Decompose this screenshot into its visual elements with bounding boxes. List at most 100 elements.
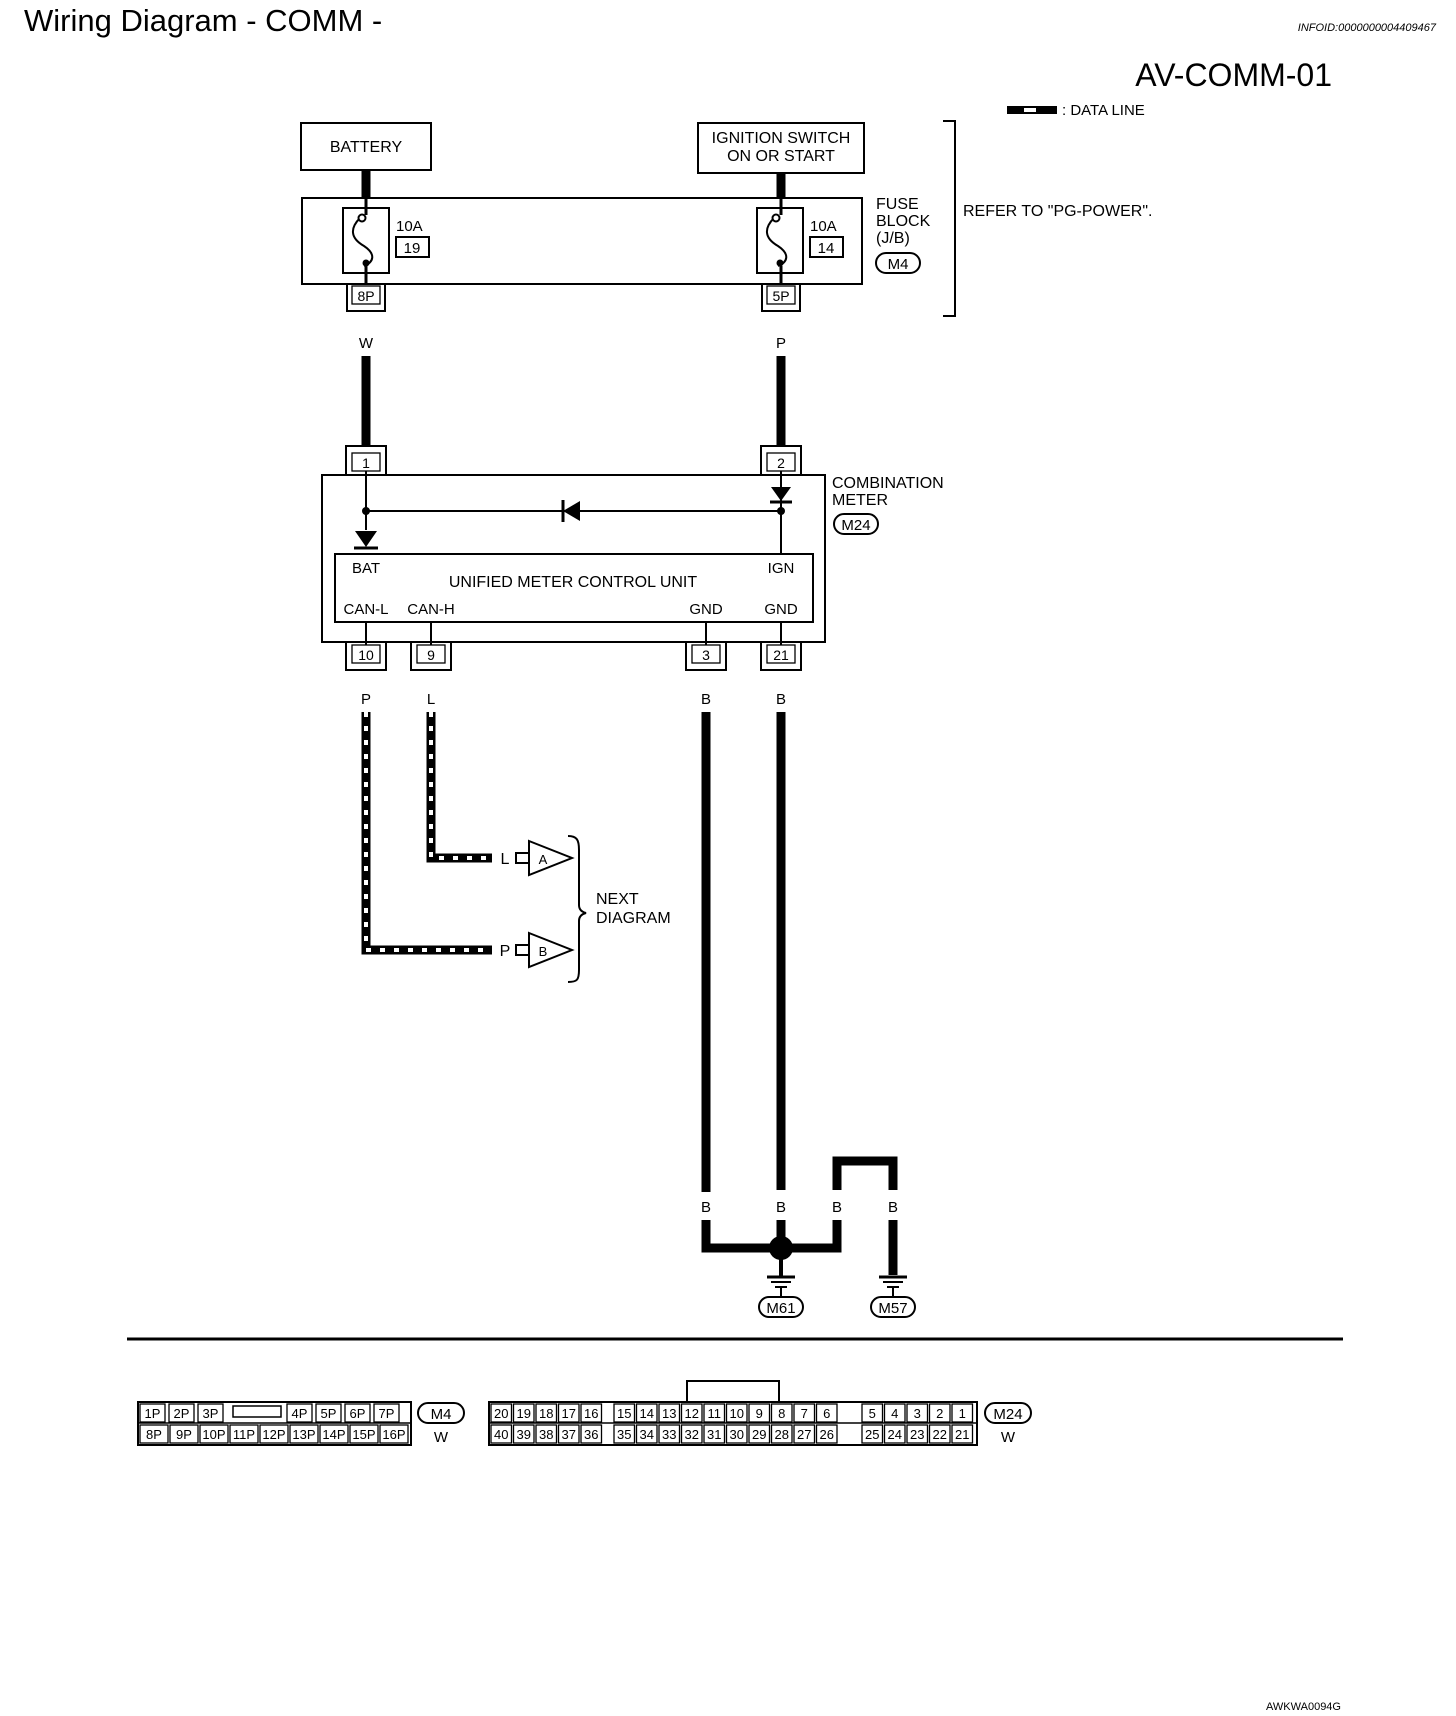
terminal-bat: BAT bbox=[352, 560, 380, 577]
m4-pin-12P-label: 12P bbox=[262, 1427, 285, 1442]
m24-pin-21-cell bbox=[951, 1424, 974, 1444]
m4-pin-2P-label: 2P bbox=[174, 1406, 190, 1421]
m24-pin-39-label: 39 bbox=[517, 1427, 531, 1442]
terminal-can-h: CAN-H bbox=[407, 601, 455, 618]
m24-pin-25-label: 25 bbox=[865, 1427, 879, 1442]
m24-pin-3-label: 3 bbox=[914, 1406, 921, 1421]
ground-wire-label-3: B bbox=[832, 1199, 842, 1216]
control-unit-label: UNIFIED METER CONTROL UNIT bbox=[449, 574, 698, 591]
wire-color-can-h: L bbox=[427, 691, 435, 708]
m24-pin-33-label: 33 bbox=[662, 1427, 676, 1442]
m24-pin-36-cell bbox=[580, 1424, 603, 1444]
footer-code: AWKWA0094G bbox=[1266, 1701, 1341, 1713]
m4-pin-7P-cell bbox=[373, 1403, 400, 1423]
m24-pin-4-cell bbox=[883, 1403, 906, 1423]
ground-m61-label: M61 bbox=[766, 1300, 795, 1317]
m24-pin-24-cell bbox=[883, 1424, 906, 1444]
next-ref-a: A bbox=[515, 839, 575, 877]
next-ref-p-color: P bbox=[500, 943, 511, 960]
meter-pin-10-label: 10 bbox=[358, 647, 374, 663]
m4-pin-16P-cell bbox=[379, 1424, 409, 1444]
m4-pin-2P-cell bbox=[168, 1403, 195, 1423]
m24-pin-27-label: 27 bbox=[797, 1427, 811, 1442]
m4-pin-14P-cell bbox=[319, 1424, 349, 1444]
m24-pin-37-cell bbox=[557, 1424, 580, 1444]
meter-pin-10: 10 bbox=[345, 642, 387, 671]
m24-pin-28-cell bbox=[770, 1424, 793, 1444]
m24-pin-15-cell bbox=[613, 1403, 636, 1423]
m24-pin-11-cell bbox=[703, 1403, 726, 1423]
m4-pin-3P-label: 3P bbox=[203, 1406, 219, 1421]
m24-pin-15-label: 15 bbox=[617, 1406, 631, 1421]
m4-pin-6P-cell bbox=[344, 1403, 371, 1423]
fuse-block-label-3: (J/B) bbox=[876, 230, 910, 247]
m4-pin-8P-label: 8P bbox=[146, 1427, 162, 1442]
m24-pin-6-cell bbox=[815, 1403, 838, 1423]
m24-pin-10-label: 10 bbox=[730, 1406, 744, 1421]
m24-pin-35-cell bbox=[613, 1424, 636, 1444]
m24-pin-20-cell bbox=[490, 1403, 513, 1423]
ignition-switch-box: IGNITION SWITCH ON OR START bbox=[697, 122, 865, 174]
fuse-block-label-2: BLOCK bbox=[876, 213, 931, 230]
m4-pin-15P-label: 15P bbox=[352, 1427, 375, 1442]
m24-pin-5-label: 5 bbox=[869, 1406, 876, 1421]
m24-pin-40-cell bbox=[490, 1424, 513, 1444]
m24-pin-9-label: 9 bbox=[756, 1406, 763, 1421]
wire-color-gnd-2: B bbox=[776, 691, 786, 708]
next-ref-a-marker: A bbox=[539, 852, 548, 867]
m4-pin-12P-cell bbox=[259, 1424, 289, 1444]
m24-pin-34-cell bbox=[635, 1424, 658, 1444]
m24-pin-29-label: 29 bbox=[752, 1427, 766, 1442]
ground-symbol-m57: M57 bbox=[870, 1275, 916, 1318]
fuse-19: 10A 19 bbox=[342, 198, 430, 284]
m24-pin-16-cell bbox=[580, 1403, 603, 1423]
m24-pin-12-label: 12 bbox=[685, 1406, 699, 1421]
ground-wire-label-2: B bbox=[776, 1199, 786, 1216]
m24-pin-16-label: 16 bbox=[584, 1406, 598, 1421]
meter-pin-21-label: 21 bbox=[773, 647, 789, 663]
m24-pin-12-cell bbox=[680, 1403, 703, 1423]
pin-8p: 8P bbox=[346, 284, 386, 312]
connector-m4-color: W bbox=[434, 1429, 449, 1446]
ignition-switch-label-2: ON OR START bbox=[727, 148, 835, 165]
meter-connector: M24 bbox=[841, 517, 870, 534]
meter-pin-21: 21 bbox=[760, 642, 802, 671]
meter-top-pin-2-label: 2 bbox=[777, 455, 785, 471]
m4-pin-11P-cell bbox=[229, 1424, 259, 1444]
m24-pin-32-cell bbox=[680, 1424, 703, 1444]
wire-color-gnd-1: B bbox=[701, 691, 711, 708]
m4-pin-4P-cell bbox=[286, 1403, 313, 1423]
terminal-can-l: CAN-L bbox=[343, 601, 388, 618]
meter-pin-3-label: 3 bbox=[702, 647, 710, 663]
m24-pin-24-label: 24 bbox=[888, 1427, 902, 1442]
fuse-block-connector: M4 bbox=[888, 256, 909, 273]
m24-pin-17-cell bbox=[557, 1403, 580, 1423]
m4-key-slot bbox=[232, 1405, 282, 1418]
meter-top-pin-2: 2 bbox=[760, 445, 802, 475]
meter-top-pin-1-label: 1 bbox=[362, 455, 370, 471]
m24-pin-21-label: 21 bbox=[955, 1427, 969, 1442]
m24-pin-27-cell bbox=[793, 1424, 816, 1444]
next-diagram-label-1: NEXT bbox=[596, 891, 639, 908]
m24-pin-8-label: 8 bbox=[778, 1406, 785, 1421]
m24-pin-11-label: 11 bbox=[708, 1406, 722, 1421]
m24-pin-14-label: 14 bbox=[640, 1406, 654, 1421]
meter-label-1: COMBINATION bbox=[832, 475, 944, 492]
terminal-gnd-2: GND bbox=[764, 601, 798, 618]
battery-box: BATTERY bbox=[300, 122, 432, 171]
next-diagram-brace bbox=[567, 835, 587, 983]
refer-bracket bbox=[943, 120, 956, 317]
next-ref-b: B bbox=[515, 931, 575, 969]
m4-pin-5P-cell bbox=[315, 1403, 342, 1423]
meter-pin-9-label: 9 bbox=[427, 647, 435, 663]
fuse-14-amp: 10A bbox=[810, 218, 837, 235]
battery-label: BATTERY bbox=[330, 139, 403, 156]
meter-label-2: METER bbox=[832, 492, 888, 509]
fuse-14: 10A 14 bbox=[756, 198, 844, 284]
m24-pin-33-cell bbox=[658, 1424, 681, 1444]
m24-pin-38-cell bbox=[535, 1424, 558, 1444]
m24-pin-40-label: 40 bbox=[494, 1427, 508, 1442]
m24-pin-17-label: 17 bbox=[562, 1406, 576, 1421]
fuse-block-label-1: FUSE bbox=[876, 196, 919, 213]
